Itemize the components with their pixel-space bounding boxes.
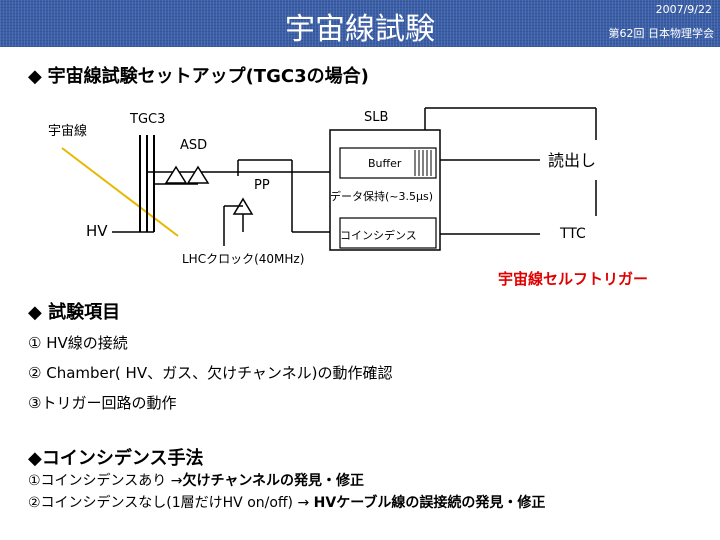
- test-item-2: ② Chamber( HV、ガス、欠けチャンネル)の動作確認: [28, 364, 393, 382]
- ttc-label: TTC: [560, 226, 586, 242]
- bullet-diamond-icon: ◆: [28, 66, 42, 87]
- setup-diagram: [61, 107, 597, 251]
- buffer-label: Buffer: [368, 157, 402, 170]
- arrow-icon: →: [170, 473, 183, 489]
- coincidence-box: [339, 217, 437, 249]
- tgc3-label: TGC3: [130, 112, 166, 127]
- cosmic-ray-line: [61, 147, 179, 237]
- slb-label: SLB: [364, 110, 389, 125]
- lhc-clock-label: LHCクロック(40MHz): [182, 252, 305, 266]
- hv-label: HV: [86, 222, 108, 240]
- test-item-1: ① HV線の接続: [28, 334, 128, 352]
- page-title: 宇宙線試験: [285, 12, 435, 47]
- header-date: 2007/9/22: [655, 3, 712, 16]
- readout-label: 読出し: [548, 151, 597, 170]
- header-banner: 宇宙線試験 2007/9/22 第62回 日本物理学会: [0, 0, 720, 47]
- asd-triangle-1: [164, 165, 188, 184]
- section2-heading: ◆ 試験項目: [28, 302, 121, 323]
- pp-label: PP: [254, 178, 270, 193]
- arrow-icon: →: [297, 495, 310, 511]
- section1-heading: ◆ 宇宙線試験セットアップ(TGC3の場合): [28, 62, 369, 88]
- section1-title: 宇宙線試験セットアップ(TGC3の場合): [47, 66, 369, 87]
- asd-label: ASD: [180, 138, 208, 153]
- method-line-1: ①コインシデンスあり →欠けチャンネルの発見・修正: [28, 470, 364, 490]
- method-1-result: 欠けチャンネルの発見・修正: [182, 473, 365, 489]
- buffer-box: [339, 147, 437, 179]
- method-2-prefix: ②コインシデンスなし(1層だけHV on/off): [28, 495, 298, 511]
- header-conference: 第62回 日本物理学会: [608, 27, 715, 40]
- method-2-result: HVケーブル線の誤接続の発見・修正: [313, 495, 546, 511]
- method-line-2: ②コインシデンスなし(1層だけHV on/off) → HVケーブル線の誤接続の…: [28, 492, 545, 512]
- coincidence-label: コインシデンス: [340, 229, 417, 242]
- self-trigger-label: 宇宙線セルフトリガー: [498, 270, 649, 288]
- test-item-3: ③トリガー回路の動作: [28, 394, 177, 412]
- method-1-prefix: ①コインシデンスあり: [28, 473, 171, 489]
- buffer-hatch: [414, 150, 432, 176]
- asd-triangle-2: [186, 165, 210, 184]
- data-hold-label: データ保持(~3.5μs): [330, 190, 434, 203]
- section3-heading: ◆コインシデンス手法: [28, 448, 204, 469]
- cosmic-ray-label: 宇宙線: [48, 124, 88, 139]
